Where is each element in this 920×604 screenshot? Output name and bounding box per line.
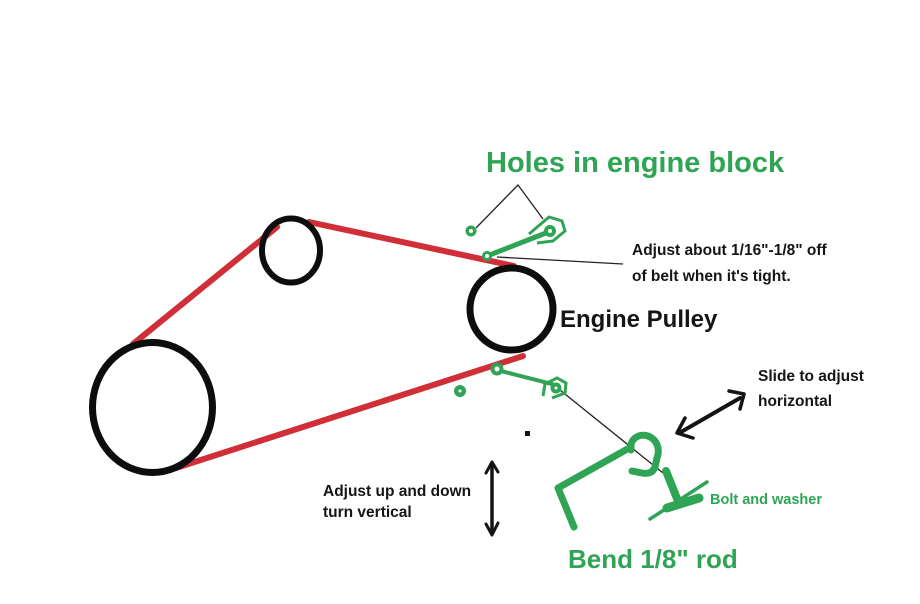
tensioner-bracket-lower (541, 376, 568, 400)
drive-belt (130, 219, 526, 471)
washer (648, 480, 709, 521)
vertical-arrowhead-bottom (484, 521, 500, 537)
belt-segment-top (306, 219, 517, 269)
holes-pointer-line (475, 183, 544, 229)
stray-dot (525, 431, 530, 436)
tensioner-rod-upper (484, 228, 554, 259)
horizontal-adjust-arrow-shaft (679, 396, 742, 434)
pointer-lines (475, 183, 664, 474)
bracket-bolt-lower-hole (554, 386, 558, 390)
tensioner-upper-assembly (465, 215, 567, 261)
holes-in-engine-block-title: Holes in engine block (486, 147, 785, 179)
engine-pulley-label: Engine Pulley (560, 306, 718, 333)
adjust-up-down-note: Adjust up and down turn vertical (323, 483, 472, 521)
bent-rod (554, 431, 709, 531)
slide-to-adjust-note: Slide to adjust horizontal (758, 368, 864, 410)
bracket-bolt-upper-hole (548, 229, 552, 233)
large-pulley-circle (89, 339, 216, 476)
adjust-arrows (484, 389, 746, 537)
tensioner-rod-lower (499, 369, 554, 386)
tensioner-bracket-upper (528, 215, 567, 245)
adjust-off-note: Adjust about 1/16"-1/8" off of belt when… (632, 242, 827, 285)
horizontal-arrowhead-left (675, 416, 695, 440)
bend-rod-label: Bend 1/8" rod (568, 544, 738, 574)
idler-pulley-circle (259, 215, 323, 286)
belt-segment-bottom (173, 353, 526, 471)
engine-pulley-circle (466, 264, 557, 354)
bolt-and-washer-label: Bolt and washer (710, 492, 822, 508)
tensioner-lower-assembly (454, 362, 568, 400)
adjust-off-pointer-line (496, 256, 624, 265)
bent-rod-body (554, 443, 635, 531)
belt-segment-left (130, 224, 280, 347)
hole-center-dot-lower (458, 389, 462, 393)
rod-eyelet-upper-hole (485, 254, 489, 258)
rod-eyelet-lower-hole (494, 366, 500, 372)
bolt-shaft (662, 467, 682, 505)
vertical-arrowhead-top (484, 460, 500, 475)
horizontal-arrowhead-right (727, 389, 746, 411)
rod-pointer-line (559, 389, 664, 474)
hole-center-dot (469, 229, 473, 233)
bent-rod-hook (627, 431, 662, 477)
pulleys (89, 215, 557, 476)
